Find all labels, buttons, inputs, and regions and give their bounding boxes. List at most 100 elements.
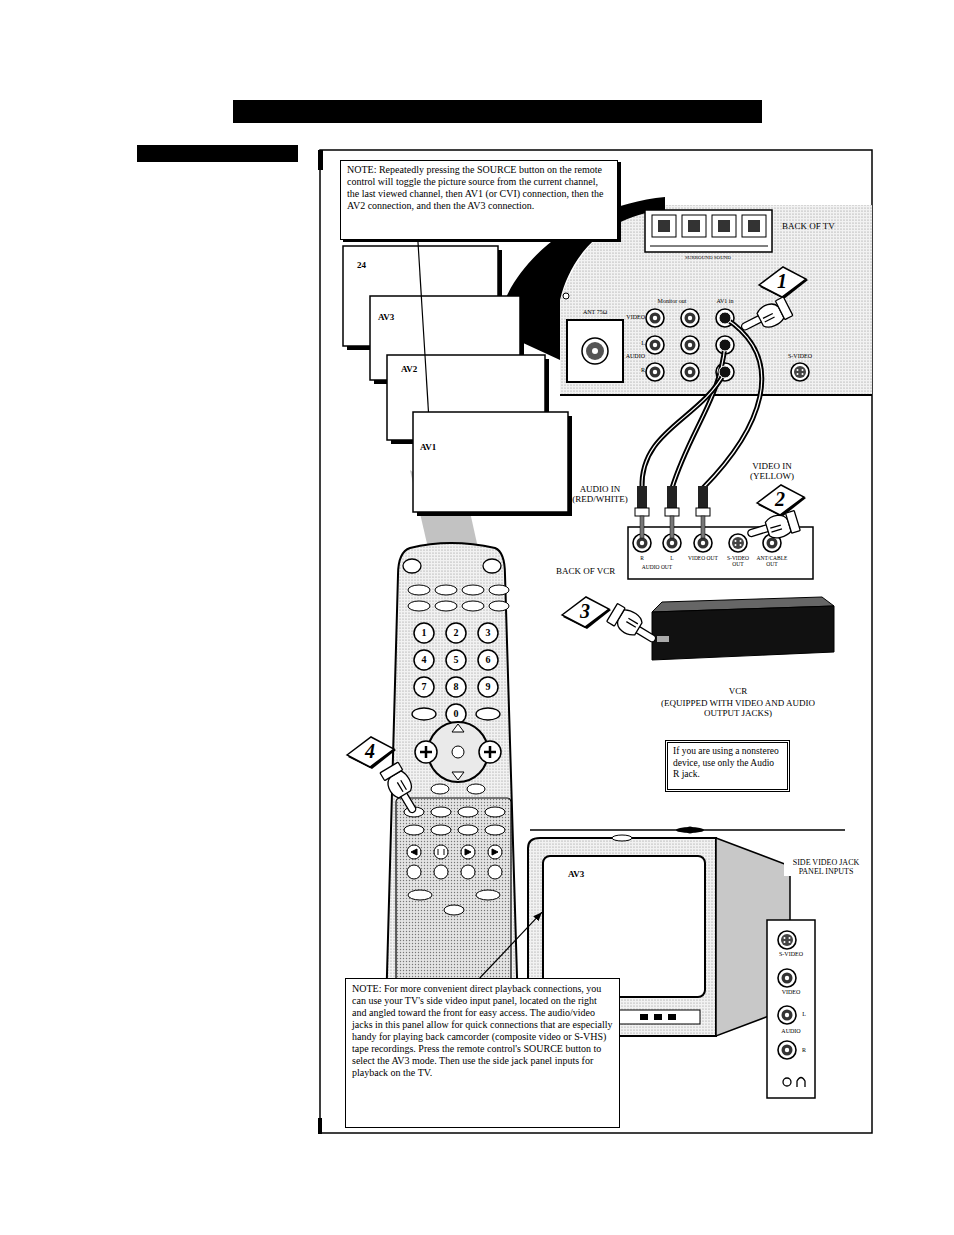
remote-control	[446, 650, 466, 670]
terminal-label: SURROUND SOUND	[663, 255, 753, 261]
remote-control	[404, 825, 424, 835]
button-number: 7	[417, 681, 431, 693]
callout-marker	[562, 597, 611, 629]
jack-label: VIDEO	[623, 314, 645, 321]
jack-label: Monitor out	[647, 298, 697, 305]
node-text: NOTE: Repeatedly pressing the SOURCE but…	[347, 164, 611, 212]
jack-label: R	[635, 555, 649, 561]
remote-control	[414, 623, 434, 643]
rca-plug	[665, 508, 679, 516]
vcr-unit	[657, 636, 669, 642]
remote-control	[408, 585, 430, 595]
node-text: 24	[357, 260, 484, 271]
jack-label: VIDEO OUT	[688, 555, 718, 561]
callout-marker	[745, 510, 800, 546]
tv-back-panel	[652, 215, 676, 237]
leader-line	[418, 240, 429, 412]
remote-control	[420, 746, 496, 758]
subtitle-bar	[137, 145, 298, 162]
tv-back-panel	[658, 220, 670, 232]
node-text: NOTE: For more convenient direct playbac…	[352, 983, 613, 1079]
screen-stack	[343, 246, 572, 516]
audio-video-cable	[642, 312, 762, 488]
rca-plug	[637, 486, 647, 510]
remote-control	[467, 784, 485, 794]
node-text: AV2	[401, 364, 531, 375]
tv-back-panel	[646, 363, 664, 381]
tip-box: If you are using a nonstereo device, use…	[665, 740, 790, 792]
rca-plug	[635, 508, 649, 516]
television	[668, 1014, 676, 1020]
rca-plug	[701, 516, 705, 538]
callout-marker	[380, 762, 425, 817]
audio-video-cable	[642, 372, 725, 488]
remote-control	[462, 585, 484, 595]
tv-back-panel	[681, 309, 699, 327]
jack-label: L	[799, 1011, 809, 1018]
vcr-back-panel	[729, 534, 747, 552]
vcr-unit	[652, 597, 834, 660]
remote-control	[458, 825, 478, 835]
node-text: AV3	[378, 312, 512, 323]
side-jack-panel	[778, 969, 796, 987]
jack-label: S-VIDEO OUT	[721, 555, 755, 568]
rca-plug	[635, 486, 710, 538]
node-text: AV1	[420, 442, 561, 453]
remote-control	[462, 601, 484, 611]
remote-control	[408, 890, 432, 900]
screen-shape	[413, 412, 572, 516]
screen-panel: AV2	[387, 355, 545, 440]
remote-control	[461, 865, 475, 879]
remote-control	[485, 807, 505, 817]
button-number: 6	[481, 654, 495, 666]
callout-marker	[757, 485, 806, 517]
callout-number: 1	[770, 270, 794, 293]
audio-video-cable	[672, 345, 725, 488]
rca-plug	[667, 486, 677, 510]
page-frame	[318, 150, 872, 1134]
remote-control	[412, 708, 436, 720]
tv-screen: AV3	[542, 855, 706, 998]
vcr-unit	[652, 606, 834, 660]
tv-back-panel	[748, 220, 760, 232]
callout-marker	[759, 267, 808, 299]
remote-control	[489, 601, 509, 611]
jack-label: L	[665, 555, 679, 561]
note-box: NOTE: For more convenient direct playbac…	[345, 978, 620, 1128]
jack-label: AUDIO	[771, 1028, 811, 1035]
button-number: 1	[417, 627, 431, 639]
section-divider	[676, 827, 704, 833]
remote-control	[411, 849, 498, 855]
tv-back-panel	[681, 336, 699, 354]
television	[654, 1014, 662, 1020]
jack-label: S-VIDEO	[769, 951, 813, 958]
remote-control	[446, 704, 466, 724]
side-jack-panel	[778, 1041, 796, 1059]
button-number: 4	[417, 654, 431, 666]
title-bar	[233, 100, 762, 123]
leader-line	[480, 912, 542, 978]
tv-back-panel	[718, 220, 730, 232]
callout-marker	[738, 296, 794, 339]
device-caption: VCR	[718, 686, 758, 696]
remote-control	[434, 865, 448, 879]
side-jack-panel	[767, 920, 815, 1098]
remote-control	[478, 677, 498, 697]
remote-control	[431, 825, 451, 835]
jack-label: L	[623, 340, 645, 347]
remote-control	[407, 865, 421, 879]
jack-label: R	[623, 367, 645, 374]
screen-panel: AV3	[370, 296, 520, 380]
section-divider	[687, 827, 694, 834]
page-frame	[318, 150, 323, 170]
cable-label: AUDIO IN (RED/WHITE)	[567, 484, 633, 505]
node-text: If you are using a nonstereo device, use…	[673, 746, 782, 781]
remote-control	[446, 677, 466, 697]
panel-caption: BACK OF VCR	[556, 566, 626, 576]
jack-label: AUDIO	[623, 353, 645, 360]
screen-shape	[413, 412, 568, 512]
tv-back-panel	[560, 394, 872, 396]
tv-back-panel	[688, 220, 700, 232]
television	[612, 835, 632, 841]
button-number: 8	[449, 681, 463, 693]
